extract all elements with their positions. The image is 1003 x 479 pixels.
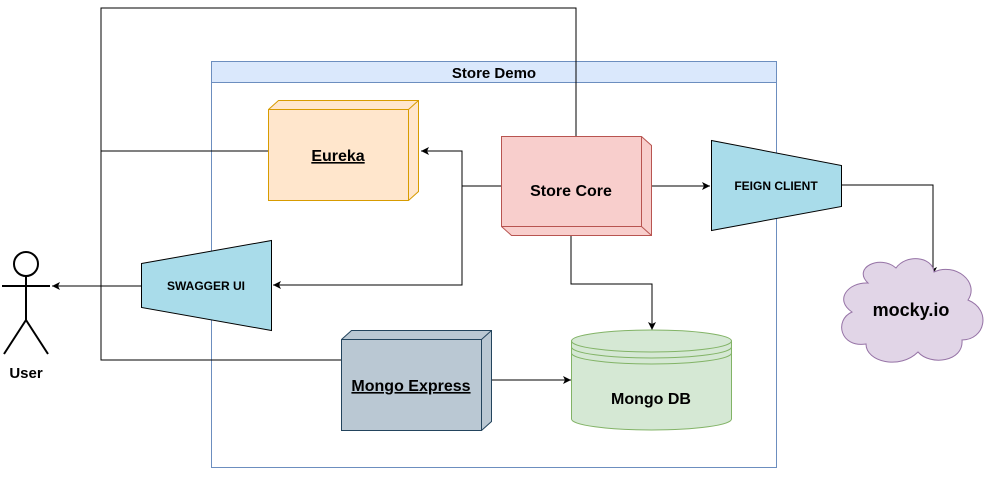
eureka-label: Eureka xyxy=(311,148,364,165)
core-to-eureka-edge xyxy=(421,147,501,187)
core-to-mongodb-edge xyxy=(570,236,656,330)
mongo-db-node[interactable]: Mongo DB xyxy=(571,329,732,431)
feign-to-mocky-edge xyxy=(842,184,937,275)
user-legs-icon xyxy=(3,319,49,355)
mocky-label: mocky.io xyxy=(873,300,950,320)
user-head-icon xyxy=(13,251,39,277)
user-actor[interactable] xyxy=(2,251,50,355)
core-to-swagger-edge xyxy=(273,186,463,289)
swagger-ui-label: SWAGGER UI xyxy=(167,279,245,293)
store-core-label: Store Core xyxy=(530,183,612,200)
swagger-ui-node[interactable]: SWAGGER UI xyxy=(141,239,272,332)
feign-client-node[interactable]: FEIGN CLIENT xyxy=(711,139,842,232)
mocky-cloud-node[interactable]: mocky.io xyxy=(841,258,984,363)
connectors xyxy=(52,7,937,384)
mongo-express-node[interactable]: Mongo Express xyxy=(341,330,492,431)
outer-loop-line xyxy=(100,7,577,361)
eureka-node[interactable]: Eureka xyxy=(268,100,419,201)
group-title: Store Demo xyxy=(452,65,536,82)
user-label: User xyxy=(9,365,43,382)
mongo-express-label: Mongo Express xyxy=(351,378,470,395)
mongo-db-label: Mongo DB xyxy=(611,391,691,408)
store-core-node[interactable]: Store Core xyxy=(501,136,652,236)
feign-client-label: FEIGN CLIENT xyxy=(734,179,818,193)
